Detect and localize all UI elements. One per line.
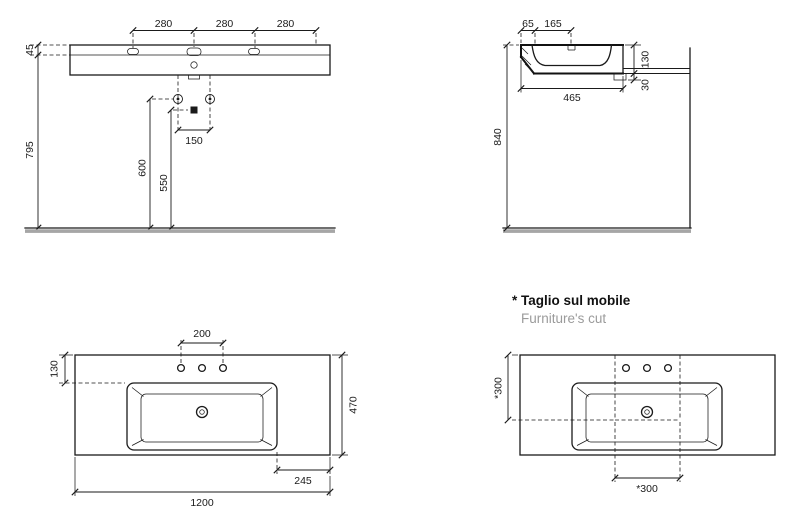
side-dim-front-offsets: 65 165 (517, 18, 575, 44)
front-dim-edge-height: 45 (24, 41, 70, 59)
furniture-cut-view: * Taglio sul mobile Furniture's cut (493, 293, 776, 495)
front-dim-supply-height: 600 (137, 95, 154, 232)
front-dim-underside-height: 795 (24, 55, 42, 232)
dim-label-1200: 1200 (190, 497, 214, 509)
drain-connection-symbol (190, 106, 198, 114)
front-supply-connections (152, 75, 215, 130)
mounting-bracket (613, 73, 627, 81)
dim-label-280-3: 280 (277, 18, 295, 30)
dim-label-300-horizontal: *300 (636, 483, 658, 495)
bowl-rim (571, 382, 723, 451)
tap-hole-left (127, 48, 139, 55)
bowl-rim (126, 382, 278, 451)
bowl-floor (585, 393, 709, 443)
dim-label-280-2: 280 (216, 18, 234, 30)
tap-hole-center (186, 47, 202, 56)
plan-dim-width: 1200 (71, 457, 334, 509)
side-drain-pipe (623, 68, 690, 74)
dim-label-840: 840 (492, 128, 504, 146)
drain-inner (644, 409, 650, 415)
side-view: 65 165 840 130 30 (492, 18, 692, 233)
side-dim-basin-height: 130 (625, 41, 652, 78)
dim-label-165: 165 (544, 18, 562, 30)
side-dim-bracket-height: 30 (628, 73, 652, 91)
plan-view: 200 130 470 245 (49, 328, 360, 509)
water-supply-symbol-right (205, 94, 215, 104)
cut-title-english: Furniture's cut (521, 311, 606, 326)
side-dim-depth: 465 (517, 60, 627, 104)
water-supply-symbol-left (173, 94, 183, 104)
dim-label-470: 470 (348, 396, 360, 414)
drain-inner (199, 409, 205, 415)
dim-label-280-1: 280 (155, 18, 173, 30)
water-supply-dot-right (208, 97, 212, 101)
dim-label-200: 200 (193, 328, 211, 340)
tap-hole-center (642, 363, 652, 373)
side-dim-total-height: 840 (492, 41, 519, 232)
dim-label-65: 65 (522, 18, 534, 30)
dim-label-45: 45 (24, 44, 36, 56)
front-dim-tap-spacing: 280 280 280 (129, 18, 320, 48)
dim-label-600: 600 (137, 159, 149, 177)
cut-basin-outline (519, 354, 776, 456)
drain-hole (190, 61, 198, 69)
tap-hole-right (248, 48, 260, 55)
front-dim-supply-spacing: 150 (174, 126, 214, 147)
drain-stub (188, 74, 200, 80)
side-floor (502, 227, 692, 233)
bowl-floor (140, 393, 264, 443)
water-supply-dot-left (176, 97, 180, 101)
front-view: 280 280 280 45 795 (24, 18, 336, 233)
dim-label-150: 150 (185, 135, 203, 147)
dim-label-465: 465 (563, 92, 581, 104)
dim-label-30: 30 (640, 79, 652, 91)
drain-outer (640, 405, 654, 419)
dim-label-130-plan: 130 (49, 360, 61, 378)
bowl-profile (531, 44, 613, 67)
dim-label-300-vertical: *300 (493, 377, 505, 399)
tap-hole-center (197, 363, 207, 373)
plan-dim-depth: 470 (332, 351, 360, 459)
dim-label-130-side: 130 (640, 51, 652, 69)
front-dim-drain-height: 550 (158, 106, 175, 232)
plan-dim-rim-offset: 130 (49, 351, 125, 387)
tap-hole-left (176, 363, 186, 373)
dim-label-245: 245 (294, 475, 312, 487)
tap-hole-right (218, 363, 228, 373)
dim-label-795: 795 (24, 141, 36, 159)
front-floor (24, 227, 336, 233)
plan-basin-outline (74, 354, 331, 456)
cut-dashed-region (614, 355, 681, 421)
drain-outer (195, 405, 209, 419)
cut-dim-width: *300 (611, 422, 684, 495)
plan-dim-tap-spacing: 200 (177, 328, 227, 363)
front-basin-outline (69, 44, 331, 80)
tap-hole-left (621, 363, 631, 373)
tap-hole-right (663, 363, 673, 373)
side-basin-section (519, 44, 627, 81)
dim-label-550: 550 (158, 174, 170, 192)
plan-dim-bowl-offset: 245 (273, 452, 334, 487)
cut-dim-depth: *300 (493, 351, 615, 424)
cut-title-italian: * Taglio sul mobile (512, 293, 631, 308)
